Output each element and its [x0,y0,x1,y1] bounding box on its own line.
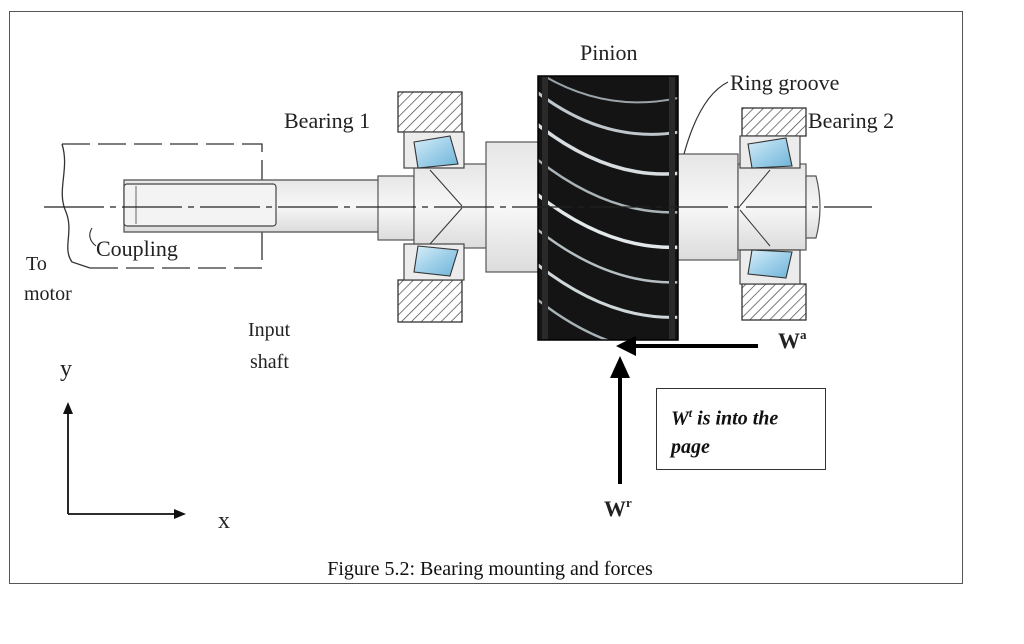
pinion-gear [537,75,679,341]
x-axis-label: x [218,508,230,534]
to-motor-label-line2: motor [24,283,72,305]
bearing-1-label: Bearing 1 [284,108,370,133]
figure-frame [9,11,963,584]
tangential-force-note: Wt is into the page [656,388,826,470]
coupling-label: Coupling [96,236,178,261]
bearing-2-label: Bearing 2 [808,108,894,133]
to-motor-label-line1: To [26,253,47,275]
note-line1: is into the [692,407,779,430]
note-sup: t [688,406,693,420]
bearing-2 [739,107,807,321]
caption-text: Figure 5.2: Bearing mounting and forces [327,558,653,580]
coordinate-axes [63,402,186,519]
radial-force-label: Wr [604,495,632,521]
figure-caption: Figure 5.2: Bearing mounting and forces [0,558,1024,581]
bearing-1 [397,91,465,323]
coupling-leader [89,227,97,247]
note-base: W [671,407,689,430]
pinion-label: Pinion [580,40,637,65]
axial-force-arrow [616,336,758,356]
radial-force-arrow [610,356,630,484]
ring-groove-label: Ring groove [730,70,839,95]
note-line2: page [671,435,710,458]
y-axis-label: y [60,356,72,382]
input-shaft-label-line2: shaft [250,351,289,373]
input-shaft-label-line1: Input [248,319,291,341]
ring-groove-leader [683,81,729,155]
axial-force-label: Wa [778,327,807,353]
